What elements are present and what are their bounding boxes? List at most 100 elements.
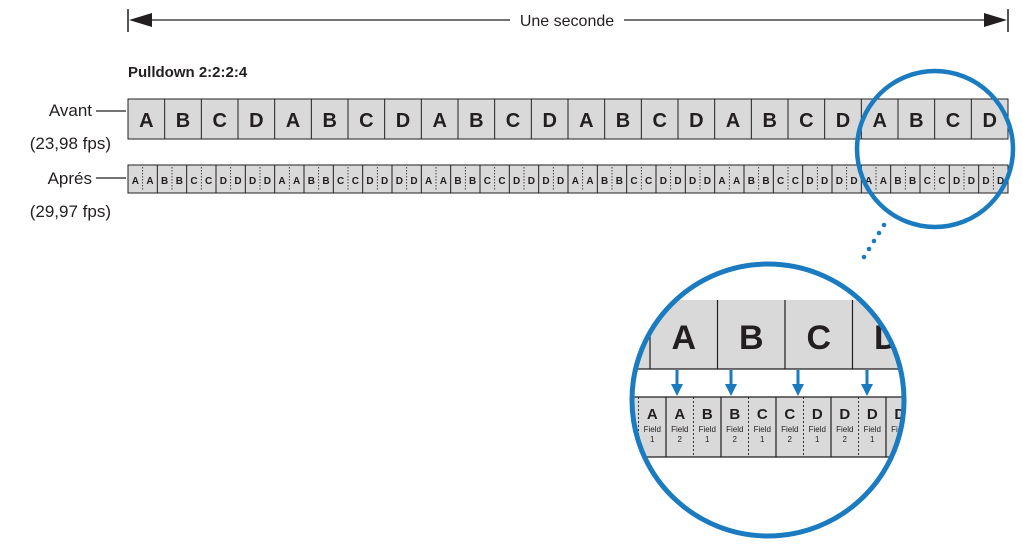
after-field-letter: D <box>850 176 857 187</box>
after-field-letter: A <box>572 176 579 187</box>
after-field-letter: B <box>176 176 183 187</box>
before-frame-letter: A <box>139 110 153 132</box>
before-frame-letter: A <box>286 110 300 132</box>
before-frame-letter: A <box>726 110 740 132</box>
before-frame-letter: B <box>469 110 483 132</box>
after-field-letter: B <box>161 176 168 187</box>
connector-dots <box>861 222 887 260</box>
before-frame: C <box>347 99 374 139</box>
before-frame: B <box>897 99 924 139</box>
zoom-field-number: 1 <box>760 435 765 444</box>
before-frame: C <box>934 99 960 139</box>
after-field-letter: D <box>220 176 227 187</box>
zoom-field-word: Field <box>644 425 661 434</box>
after-rate: (29,97 fps) <box>30 202 111 221</box>
before-frame: C <box>640 99 667 139</box>
after-field-letter: A <box>880 176 887 187</box>
before-frame: B <box>604 99 630 139</box>
after-field-letter: D <box>997 176 1004 187</box>
before-frame: D <box>970 99 997 139</box>
before-frame-letter: B <box>909 110 923 132</box>
after-field-letter: D <box>249 176 256 187</box>
mapping-arrow <box>792 370 804 396</box>
before-frame: D <box>824 99 850 139</box>
before-frame: D <box>530 99 557 139</box>
mapping-arrow <box>861 370 873 396</box>
after-field-letter: D <box>953 176 960 187</box>
after-field-letter: A <box>132 176 139 187</box>
before-frame: A <box>714 99 740 139</box>
zoom-field-number: 2 <box>843 435 848 444</box>
after-field-letter: A <box>293 176 300 187</box>
after-field-letter: C <box>777 176 784 187</box>
after-field-letter: C <box>205 176 212 187</box>
before-frame-letter: D <box>249 110 263 132</box>
after-field-letter: B <box>454 176 461 187</box>
zoom-field-number: 1 <box>815 435 820 444</box>
after-field-letter: D <box>660 176 667 187</box>
duration-label: Une seconde <box>520 13 614 30</box>
zoom-field-letter: A <box>647 406 658 423</box>
connector-dot <box>861 254 867 260</box>
zoom-top-strip <box>632 300 904 369</box>
mapping-arrow <box>671 370 683 396</box>
before-frame: D <box>677 99 704 139</box>
zoom-field-word: Field <box>781 425 798 434</box>
connector-dot <box>881 222 887 228</box>
after-field-letter: C <box>645 176 652 187</box>
duration-arrow: Une seconde <box>127 9 1009 32</box>
before-frame-letter: D <box>542 110 556 132</box>
after-field-letter: A <box>586 176 593 187</box>
before-frame-letter: C <box>359 110 373 132</box>
before-frame: D <box>237 99 264 139</box>
zoom-field-number: 1 <box>623 435 628 444</box>
after-field-letter: D <box>410 176 417 187</box>
after-field-letter: D <box>366 176 373 187</box>
after-row-label: Aprés (29,97 fps) <box>30 169 126 221</box>
diagram-title: Pulldown 2:2:2:4 <box>128 64 248 81</box>
before-frame: A <box>567 99 594 139</box>
after-field-letter: D <box>806 176 813 187</box>
before-frame: A <box>139 110 153 132</box>
connector-dot <box>876 230 882 236</box>
after-field-letter: C <box>190 176 197 187</box>
connector-dot <box>871 238 877 244</box>
before-frame: B <box>750 99 777 139</box>
before-frame: B <box>164 99 190 139</box>
before-label: Avant <box>49 101 92 120</box>
zoom-field-letter: D <box>839 406 850 423</box>
after-field-letter: D <box>381 176 388 187</box>
before-frame-letter: D <box>689 110 703 132</box>
before-frame-letter: C <box>212 110 226 132</box>
after-field-letter: A <box>865 176 872 187</box>
after-field-letter: A <box>440 176 447 187</box>
after-field-letter: A <box>718 176 725 187</box>
zoom-field-number: 2 <box>788 435 793 444</box>
before-frame: A <box>274 99 300 139</box>
small-magnifier-circle <box>854 68 1016 230</box>
zoom-field-word: Field <box>864 425 881 434</box>
zoom-field-word: Field <box>891 425 908 434</box>
after-field-letter: B <box>469 176 476 187</box>
before-rate: (23,98 fps) <box>30 134 111 153</box>
after-field-letter: D <box>513 176 520 187</box>
before-frame-letter: C <box>799 110 813 132</box>
before-frame-letter: B <box>322 110 336 132</box>
zoom-field-letter: D <box>812 406 823 423</box>
